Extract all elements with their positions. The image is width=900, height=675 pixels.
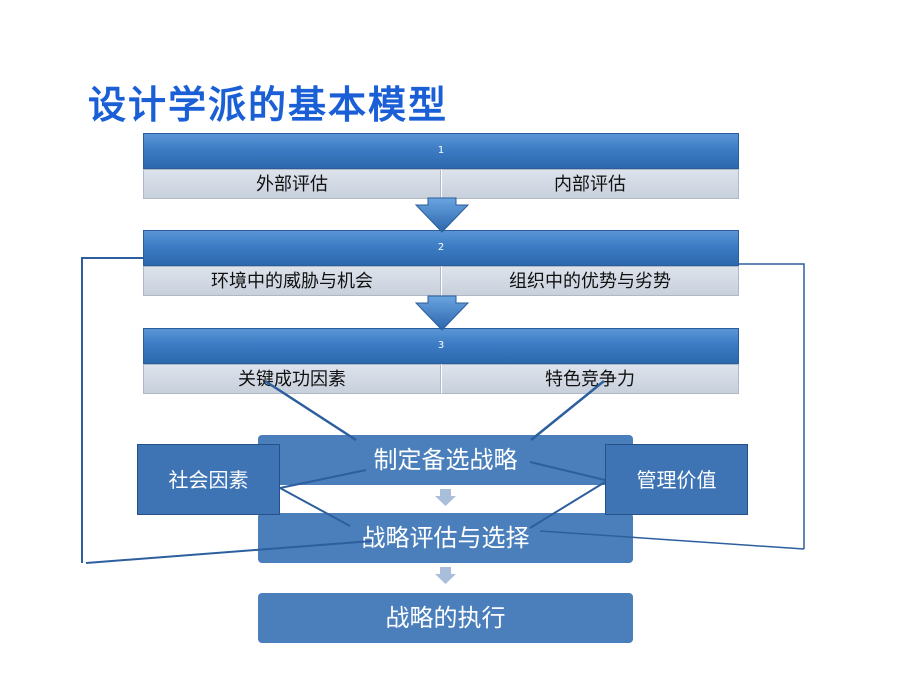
stage-3: 3 关键成功因素 特色竞争力	[143, 328, 739, 394]
left-feedback-line	[81, 257, 143, 563]
stage-3-number: 3	[143, 328, 739, 364]
stage-2-number: 2	[143, 230, 739, 266]
stage-2: 2 环境中的威胁与机会 组织中的优势与劣势	[143, 230, 739, 296]
social-factors-box: 社会因素	[137, 444, 280, 515]
internal-assessment: 内部评估	[441, 169, 739, 199]
strengths-weaknesses: 组织中的优势与劣势	[441, 266, 739, 296]
right-feedback-line	[739, 263, 805, 549]
execute-box: 战略的执行	[258, 593, 633, 643]
stage-1-number: 1	[143, 133, 739, 169]
external-assessment: 外部评估	[143, 169, 441, 199]
small-arrow-2	[435, 567, 456, 584]
distinctive-competence: 特色竞争力	[441, 364, 739, 394]
threats-opportunities: 环境中的威胁与机会	[143, 266, 441, 296]
small-arrow-1	[435, 489, 456, 506]
down-arrow-1	[414, 197, 470, 233]
stage-1: 1 外部评估 内部评估	[143, 133, 739, 199]
down-arrow-2	[414, 295, 470, 331]
key-success-factors: 关键成功因素	[143, 364, 441, 394]
evaluate-select-box: 战略评估与选择	[258, 513, 633, 563]
page-title: 设计学派的基本模型	[88, 82, 449, 127]
formulate-alternatives-box: 制定备选战略	[258, 435, 633, 485]
management-values-box: 管理价值	[605, 444, 748, 515]
